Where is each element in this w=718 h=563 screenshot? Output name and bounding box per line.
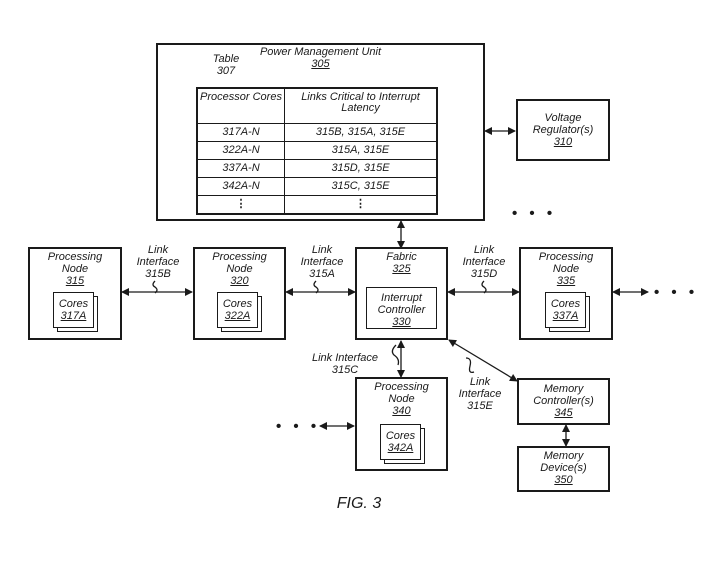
pmu-title: Power Management Unit	[259, 46, 382, 58]
node340-cores: Cores 342A	[380, 424, 421, 460]
link-315d-label: Link Interface 315D	[452, 244, 516, 280]
memory-device-line1: Memory	[543, 450, 584, 462]
memory-controller-line1: Memory	[543, 383, 584, 395]
table-cell: 315D, 315E	[284, 159, 438, 178]
table-ref: 307	[216, 65, 236, 77]
node335-line2: Node	[552, 263, 580, 275]
table-row: 342A-N 315C, 315E	[196, 177, 438, 196]
link-315a-line1: Link	[311, 244, 333, 256]
table-cell: 337A-N	[196, 159, 285, 178]
voltage-regulator-line2: Regulator(s)	[532, 124, 594, 136]
link-315c-label: Link Interface 315C	[300, 352, 390, 376]
link-315c-line1: Link Interface	[311, 352, 379, 364]
link-315d-line1: Link	[473, 244, 495, 256]
figure-caption: FIG. 3	[336, 495, 382, 512]
voltage-regulator	[516, 99, 610, 161]
link-315b-label: Link Interface 315B	[126, 244, 190, 280]
fabric-label: Fabric	[386, 251, 417, 263]
node320-line2: Node	[226, 263, 253, 275]
table-row: 317A-N 315B, 315A, 315E	[196, 123, 438, 142]
table-cell: 315C, 315E	[284, 177, 438, 196]
voltage-regulator-ref: 310	[553, 136, 573, 148]
memory-device-line2: Device(s)	[540, 462, 587, 474]
table-header-cores: Processor Cores	[196, 87, 285, 124]
node335-cores-ref: 337A	[552, 310, 579, 322]
link-315a-line2: Interface	[300, 256, 344, 268]
node340-cores-label: Cores	[385, 430, 416, 442]
memory-device	[517, 446, 610, 492]
table-header-links: Links Critical to Interrupt Latency	[284, 87, 438, 124]
node315-cores: Cores 317A	[53, 292, 94, 328]
memory-controller	[517, 378, 610, 425]
link-315b-line2: Interface	[136, 256, 180, 268]
ellipsis-right: • • •	[654, 284, 699, 301]
link-315e-line1: Link	[469, 376, 491, 388]
node340-ref: 340	[392, 405, 411, 417]
link-315e-label: Link Interface 315E	[448, 376, 512, 412]
node320-cores-label: Cores	[222, 298, 253, 310]
link-315a-label: Link Interface 315A	[290, 244, 354, 280]
table-cell: 315B, 315A, 315E	[284, 123, 438, 142]
node335-cores: Cores 337A	[545, 292, 586, 328]
link-315b-line1: Link	[147, 244, 169, 256]
memory-device-ref: 350	[554, 474, 573, 486]
node335-ref: 335	[556, 275, 576, 287]
table-cell: 317A-N	[196, 123, 285, 142]
table-cell: 342A-N	[196, 177, 285, 196]
interrupt-controller-ref: 330	[392, 316, 411, 328]
table-label: Table	[212, 53, 240, 65]
link-315a-line3: 315A	[309, 268, 335, 280]
node320-cores-ref: 322A	[224, 310, 251, 322]
node340-line1: Processing	[374, 381, 429, 393]
table-row: 337A-N 315D, 315E	[196, 159, 438, 178]
latency-table: Processor Cores Links Critical to Interr…	[196, 87, 438, 215]
ellipsis-left: • • •	[276, 418, 321, 435]
link-315e-line3: 315E	[467, 400, 493, 412]
voltage-regulator-line1: Voltage	[544, 112, 582, 124]
node340-cores-ref: 342A	[387, 442, 414, 454]
node315-cores-ref: 317A	[60, 310, 87, 322]
table-header-row: Processor Cores Links Critical to Interr…	[196, 87, 438, 124]
table-row: ⋮ ⋮	[196, 195, 438, 215]
node335-cores-label: Cores	[550, 298, 581, 310]
link-315d-line2: Interface	[462, 256, 506, 268]
ellipsis-top: • • •	[512, 205, 557, 222]
link-315c-line2: 315C	[331, 364, 359, 376]
fabric-ref: 325	[392, 263, 411, 275]
interrupt-controller: Interrupt Controller 330	[366, 287, 437, 329]
table-cell: ⋮	[284, 195, 438, 215]
table-row: 322A-N 315A, 315E	[196, 141, 438, 160]
node315-cores-label: Cores	[58, 298, 89, 310]
node315-line2: Node	[61, 263, 89, 275]
interrupt-controller-line1: Interrupt	[381, 292, 422, 304]
node315-ref: 315	[65, 275, 85, 287]
interrupt-controller-line2: Controller	[377, 304, 426, 316]
table-cell: 322A-N	[196, 141, 285, 160]
node320-cores: Cores 322A	[217, 292, 258, 328]
node335-line1: Processing	[538, 251, 594, 263]
memory-controller-line2: Controller(s)	[533, 395, 594, 407]
pmu-ref: 305	[311, 58, 330, 70]
memory-controller-ref: 345	[554, 407, 573, 419]
node340-line2: Node	[388, 393, 415, 405]
node320-line1: Processing	[212, 251, 267, 263]
node320-ref: 320	[230, 275, 249, 287]
link-315b-line3: 315B	[145, 268, 171, 280]
link-315e-line2: Interface	[458, 388, 502, 400]
table-cell: 315A, 315E	[284, 141, 438, 160]
table-cell: ⋮	[196, 195, 285, 215]
link-315d-line3: 315D	[470, 268, 498, 280]
node315-line1: Processing	[47, 251, 103, 263]
